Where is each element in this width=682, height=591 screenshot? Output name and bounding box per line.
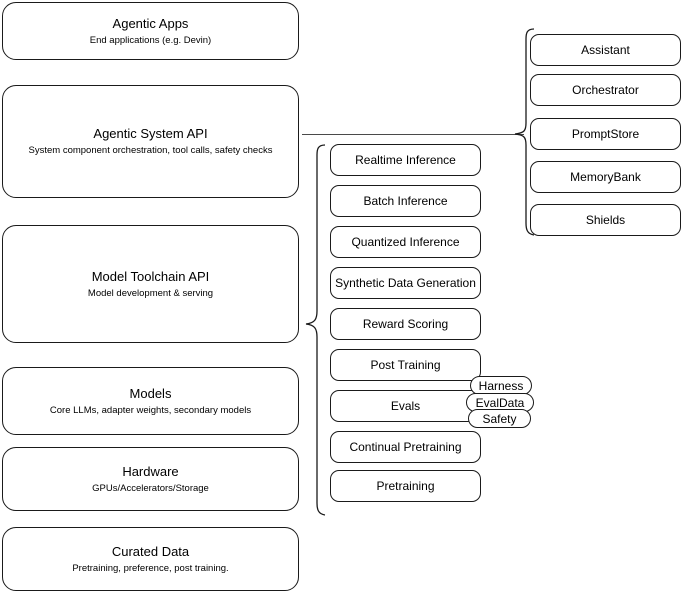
toolchain-item-realtime-inference[interactable]: Realtime Inference — [330, 144, 481, 176]
system-item-assistant[interactable]: Assistant — [530, 34, 681, 66]
layer-title: Model Toolchain API — [91, 268, 210, 284]
layer-title: Agentic Apps — [112, 15, 189, 31]
layer-title: Hardware — [122, 463, 179, 479]
layer-box-models[interactable]: Models Core LLMs, adapter weights, secon… — [2, 367, 299, 435]
eval-badge-safety[interactable]: Safety — [468, 409, 531, 428]
layer-box-agentic-apps[interactable]: Agentic Apps End applications (e.g. Devi… — [2, 2, 299, 60]
layer-box-agentic-system-api[interactable]: Agentic System API System component orch… — [2, 85, 299, 198]
system-item-label: Shields — [585, 212, 626, 227]
toolchain-item-label: Reward Scoring — [362, 316, 449, 331]
toolchain-item-label: Quantized Inference — [351, 234, 460, 249]
connector-line-system-api — [302, 134, 524, 135]
eval-badge-evaldata[interactable]: EvalData — [466, 393, 534, 412]
system-item-label: Assistant — [581, 42, 630, 57]
system-item-shields[interactable]: Shields — [530, 204, 681, 236]
toolchain-item-synthetic-data-generation[interactable]: Synthetic Data Generation — [330, 267, 481, 299]
layer-subtitle: GPUs/Accelerators/Storage — [92, 482, 209, 494]
layer-subtitle: Pretraining, preference, post training. — [72, 562, 229, 574]
toolchain-item-label: Batch Inference — [363, 193, 448, 208]
toolchain-item-label: Post Training — [370, 357, 441, 372]
system-item-promptstore[interactable]: PromptStore — [530, 118, 681, 150]
toolchain-item-quantized-inference[interactable]: Quantized Inference — [330, 226, 481, 258]
layer-subtitle: Model development & serving — [87, 287, 214, 299]
toolchain-item-continual-pretraining[interactable]: Continual Pretraining — [330, 431, 481, 463]
layer-box-hardware[interactable]: Hardware GPUs/Accelerators/Storage — [2, 447, 299, 511]
toolchain-item-post-training[interactable]: Post Training — [330, 349, 481, 381]
toolchain-item-reward-scoring[interactable]: Reward Scoring — [330, 308, 481, 340]
toolchain-item-pretraining[interactable]: Pretraining — [330, 470, 481, 502]
brace-system — [514, 28, 535, 236]
system-item-memorybank[interactable]: MemoryBank — [530, 161, 681, 193]
system-item-label: Orchestrator — [572, 82, 639, 97]
system-item-label: MemoryBank — [570, 169, 641, 184]
layer-title: Agentic System API — [93, 126, 208, 141]
layer-box-curated-data[interactable]: Curated Data Pretraining, preference, po… — [2, 527, 299, 591]
toolchain-item-label: Pretraining — [376, 478, 435, 493]
layer-subtitle: Core LLMs, adapter weights, secondary mo… — [49, 404, 252, 416]
toolchain-item-label: Evals — [390, 398, 421, 413]
toolchain-item-label: Synthetic Data Generation — [335, 275, 476, 290]
toolchain-item-evals[interactable]: Evals — [330, 390, 481, 422]
layer-title: Models — [129, 385, 172, 401]
toolchain-item-label: Continual Pretraining — [349, 439, 462, 454]
layer-subtitle: End applications (e.g. Devin) — [89, 34, 212, 46]
system-item-label: PromptStore — [571, 126, 640, 141]
toolchain-item-label: Realtime Inference — [355, 152, 456, 167]
layer-subtitle: System component orchestration, tool cal… — [28, 145, 273, 156]
layer-box-model-toolchain-api[interactable]: Model Toolchain API Model development & … — [2, 225, 299, 343]
system-item-orchestrator[interactable]: Orchestrator — [530, 74, 681, 106]
brace-toolchain — [305, 144, 326, 516]
toolchain-item-batch-inference[interactable]: Batch Inference — [330, 185, 481, 217]
layer-title: Curated Data — [111, 543, 190, 559]
